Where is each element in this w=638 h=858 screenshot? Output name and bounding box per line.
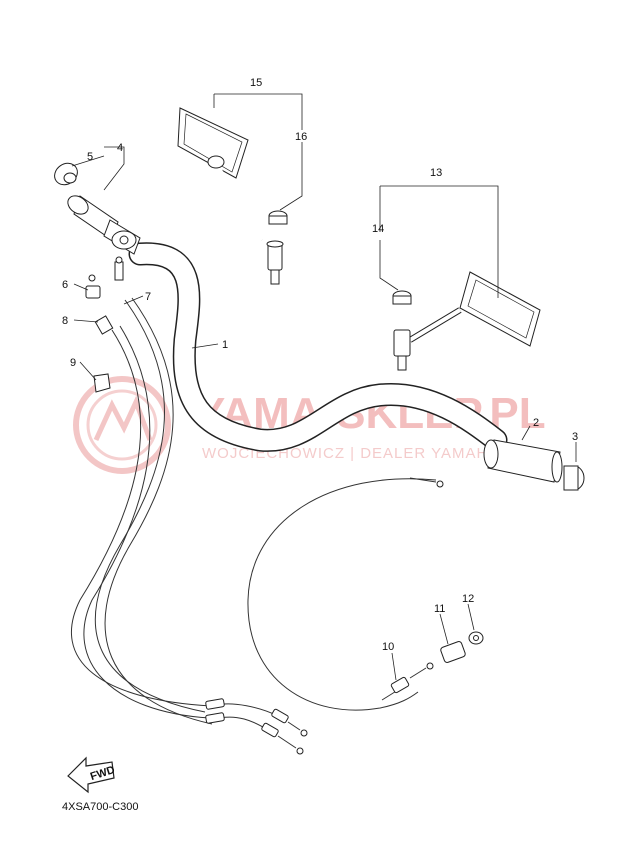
adjuster-8 — [94, 315, 114, 335]
locknut-12 — [468, 631, 484, 645]
callout-9: 9 — [70, 357, 76, 369]
throttle-cables — [70, 297, 308, 755]
callout-2: 2 — [533, 417, 539, 429]
callout-11: 11 — [434, 603, 445, 615]
throttle-grip — [67, 195, 141, 255]
callout-12: 12 — [462, 593, 474, 605]
mirror-nut-14 — [392, 290, 412, 305]
left-grip-cap — [563, 465, 585, 491]
mirror-nut-16 — [268, 210, 288, 225]
callout-14: 14 — [372, 223, 384, 235]
callout-7: 7 — [145, 291, 151, 303]
cable-holder-6 — [85, 274, 101, 299]
left-grip — [483, 439, 563, 483]
callout-8: 8 — [62, 315, 68, 327]
left-mirror — [393, 271, 541, 371]
callout-1: 1 — [222, 339, 228, 351]
fwd-arrow: FWD — [67, 756, 116, 794]
clamp-9 — [93, 373, 111, 393]
handlebar — [128, 242, 508, 452]
callout-3: 3 — [572, 431, 578, 443]
clutch-cable — [247, 477, 444, 711]
right-mirror — [177, 107, 284, 285]
leader-lines — [71, 93, 577, 681]
adjuster-11 — [440, 641, 466, 663]
callouts: 1 2 3 4 5 6 7 8 9 10 11 12 13 14 15 16 — [62, 77, 578, 653]
callout-15: 15 — [250, 77, 262, 89]
callout-13: 13 — [430, 167, 442, 179]
callout-16: 16 — [295, 131, 307, 143]
watermark-logo — [73, 376, 171, 474]
callout-6: 6 — [62, 279, 68, 291]
callout-4: 4 — [117, 142, 123, 154]
drawing-code: 4XSA700-C300 — [62, 801, 138, 813]
callout-5: 5 — [87, 151, 93, 163]
grip-end-cap — [54, 162, 78, 186]
callout-10: 10 — [382, 641, 394, 653]
bolt-7 — [114, 256, 124, 281]
